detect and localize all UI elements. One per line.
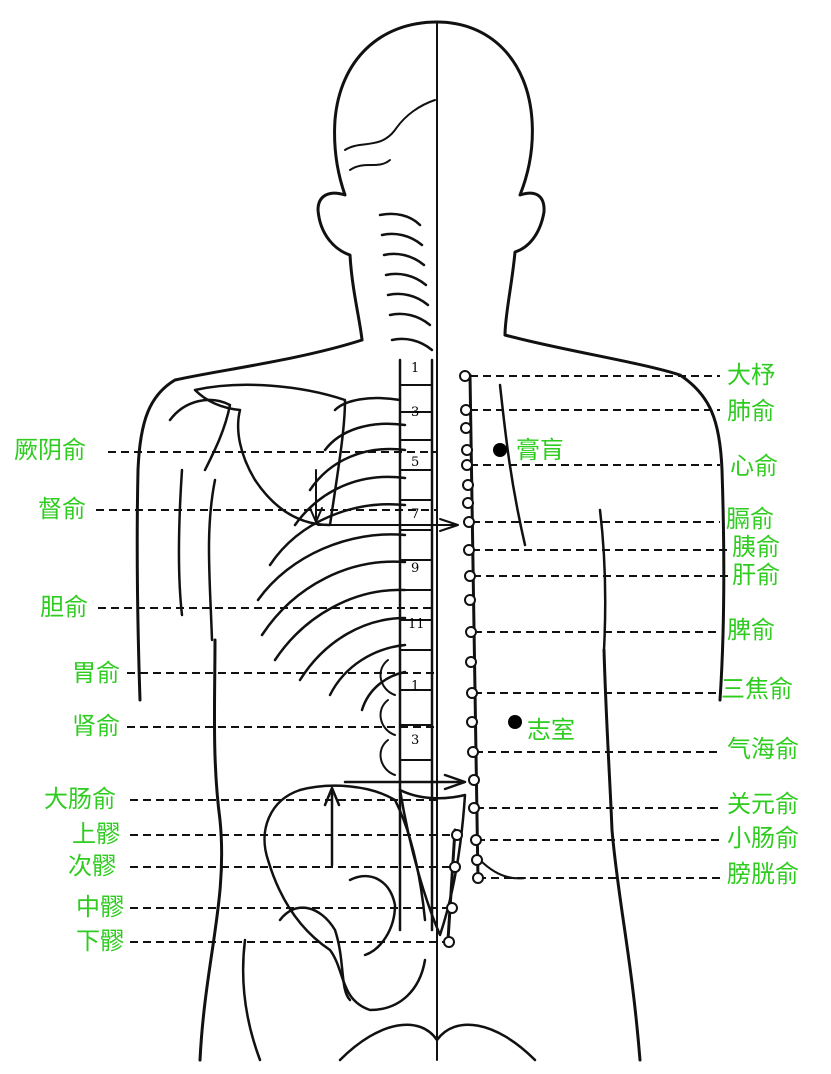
label-yishu: 胰俞 bbox=[732, 533, 780, 561]
shoulder-left bbox=[135, 338, 364, 702]
label-qihaishu: 气海俞 bbox=[727, 735, 799, 763]
vertebra-number: 3 bbox=[411, 733, 419, 748]
label-shangliao: 上髎 bbox=[72, 820, 120, 848]
label-zhishi: 志室 bbox=[527, 716, 575, 744]
vertebra-number: 9 bbox=[411, 561, 419, 576]
acupoint-marker bbox=[451, 829, 463, 841]
vertebra-number: 1 bbox=[411, 361, 419, 376]
label-feishu: 肺俞 bbox=[727, 397, 775, 425]
leader-lines bbox=[96, 375, 728, 943]
acupoint-marker bbox=[466, 716, 478, 728]
acupoint-marker bbox=[461, 459, 473, 471]
label-pishu: 脾俞 bbox=[727, 616, 775, 644]
vertebra-number: 5 bbox=[411, 455, 419, 470]
shoulder-right bbox=[503, 333, 726, 702]
label-weishu: 胃俞 bbox=[72, 659, 120, 687]
label-sanjiaoshu: 三焦俞 bbox=[721, 675, 793, 703]
acupoint-marker bbox=[463, 516, 475, 528]
label-xinshu: 心俞 bbox=[730, 452, 778, 480]
acupoint-marker bbox=[464, 570, 476, 582]
label-pangguangshu: 膀胱俞 bbox=[727, 860, 799, 888]
gaohuang-point bbox=[493, 443, 507, 457]
acupoint-marker bbox=[465, 626, 477, 638]
vertebra-number: 1 bbox=[411, 679, 419, 694]
label-gaohuang: 膏肓 bbox=[516, 436, 564, 464]
acupoint-marker bbox=[460, 404, 472, 416]
torso-right bbox=[602, 648, 642, 1062]
acupoint-marker bbox=[468, 802, 480, 814]
acupoint-marker bbox=[470, 834, 482, 846]
label-zhongliao: 中髎 bbox=[76, 893, 124, 921]
label-dushu: 督俞 bbox=[38, 495, 86, 523]
acupoint-marker bbox=[459, 370, 471, 382]
label-xiaochangshu: 小肠俞 bbox=[727, 824, 799, 852]
acupoint-marker bbox=[465, 656, 477, 668]
label-shenshu: 肾俞 bbox=[72, 712, 120, 740]
ribs bbox=[256, 396, 407, 712]
acupoint-marker bbox=[449, 861, 461, 873]
acupoint-marker bbox=[443, 936, 455, 948]
acupoint-marker bbox=[471, 854, 483, 866]
zhishi-point bbox=[508, 715, 522, 729]
acupoint-markers bbox=[443, 370, 484, 948]
acupoint-marker bbox=[462, 497, 474, 509]
label-dazhu: 大杼 bbox=[727, 361, 775, 389]
torso-left bbox=[198, 638, 224, 1062]
label-danshu: 胆俞 bbox=[40, 593, 88, 621]
label-xialiao: 下髎 bbox=[76, 927, 124, 955]
acupoint-marker bbox=[472, 872, 484, 884]
vertebra-number: 11 bbox=[408, 617, 425, 632]
label-geshu: 膈俞 bbox=[726, 505, 774, 533]
acupoint-marker bbox=[460, 422, 472, 434]
acupoint-marker bbox=[461, 444, 473, 456]
scapula bbox=[193, 383, 347, 527]
head-outline bbox=[316, 20, 439, 342]
acupoint-marker bbox=[463, 544, 475, 556]
label-ciliao: 次髎 bbox=[68, 852, 116, 880]
label-jueyinshu: 厥阴俞 bbox=[14, 436, 86, 464]
acupoint-marker bbox=[468, 774, 480, 786]
acupoint-marker bbox=[446, 902, 458, 914]
vertebra-number: 7 bbox=[411, 507, 419, 522]
label-dachangshu: 大肠俞 bbox=[44, 785, 116, 813]
acupoint-marker bbox=[462, 479, 474, 491]
spine-segments bbox=[379, 384, 433, 776]
acupoint-marker bbox=[467, 746, 479, 758]
label-ganshu: 肝俞 bbox=[732, 561, 780, 589]
acupoint-marker bbox=[466, 687, 478, 699]
acupoint-marker bbox=[464, 594, 476, 606]
head-outline-right bbox=[435, 20, 546, 337]
vertebra-labels: 1 3 5 7 9 11 1 3 bbox=[408, 361, 425, 748]
spine-cervical bbox=[378, 212, 434, 352]
vertebra-number: 3 bbox=[411, 405, 419, 420]
label-guanyuanshu: 关元俞 bbox=[727, 790, 799, 818]
